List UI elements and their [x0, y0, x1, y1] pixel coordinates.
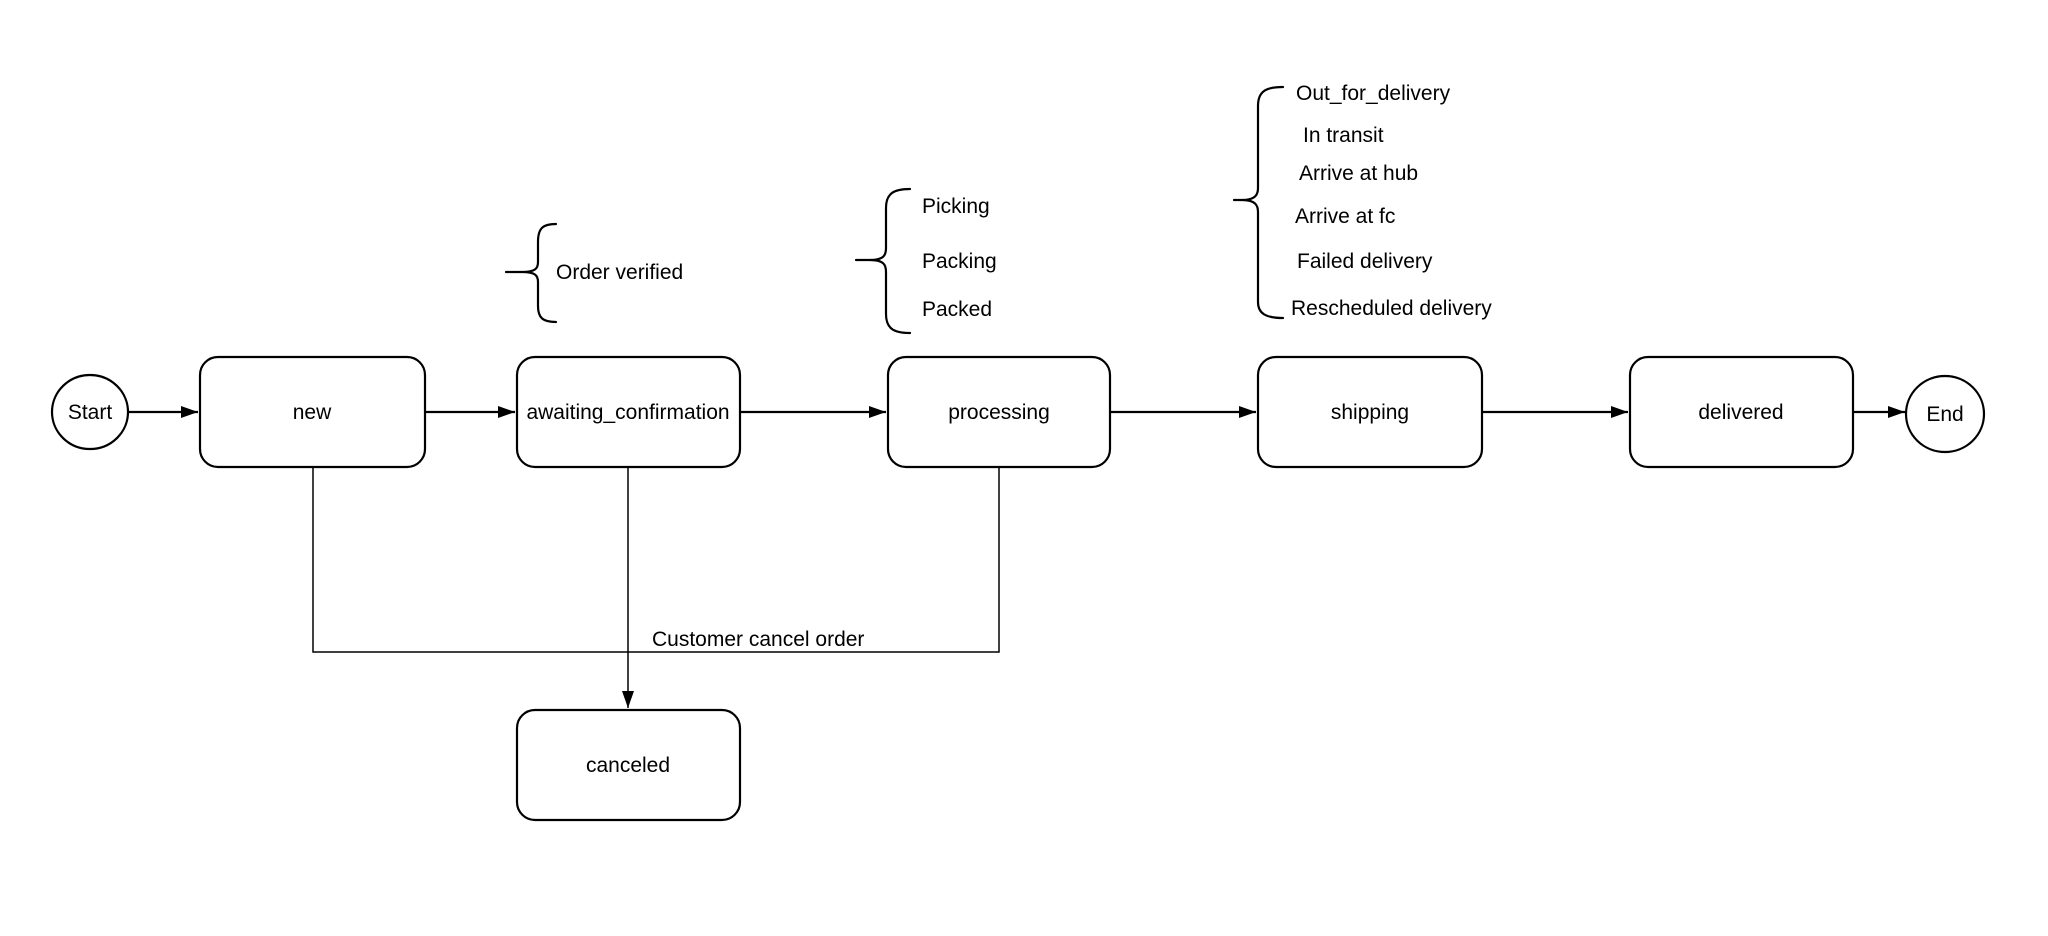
note-item: Order verified — [556, 261, 683, 284]
note-item: In transit — [1303, 124, 1384, 147]
note-item: Failed delivery — [1297, 250, 1433, 273]
state-canceled — [515, 708, 742, 822]
note-item: Packed — [922, 298, 992, 321]
note-item: Arrive at fc — [1295, 205, 1395, 228]
state-awaiting-confirmation-label: awaiting_confirmation — [526, 401, 729, 424]
curly-brace-shipping-icon — [1241, 85, 1285, 320]
processing-note-group: Picking Packing Packed — [854, 187, 997, 335]
flow-connectors — [128, 406, 1905, 708]
state-processing-label: processing — [948, 401, 1050, 424]
cancel-rail-connector — [312, 467, 1000, 653]
note-item: Arrive at hub — [1299, 162, 1418, 185]
state-new — [198, 355, 427, 469]
state-canceled-label: canceled — [586, 754, 670, 777]
state-delivered-label: delivered — [1698, 401, 1783, 424]
start-terminal-label: Start — [68, 401, 113, 424]
note-item: Out_for_delivery — [1296, 82, 1451, 105]
note-item: Packing — [922, 250, 997, 273]
state-processing — [886, 355, 1112, 469]
note-item: Rescheduled delivery — [1291, 297, 1492, 320]
state-new-label: new — [293, 401, 332, 424]
end-terminal-label: End — [1926, 403, 1963, 426]
curly-brace-processing-icon — [869, 187, 912, 335]
state-shipping — [1256, 355, 1484, 469]
shipping-note-group: Out_for_delivery In transit Arrive at hu… — [1232, 82, 1492, 320]
end-terminal — [1904, 374, 1986, 454]
note-item: Picking — [922, 195, 990, 218]
awaiting-note-group: Order verified — [504, 222, 683, 324]
curly-brace-awaiting-icon — [521, 222, 558, 324]
state-delivered — [1628, 355, 1855, 469]
state-awaiting-confirmation — [515, 355, 742, 469]
state-shipping-label: shipping — [1331, 401, 1409, 424]
cancel-transition-label: Customer cancel order — [652, 628, 864, 651]
start-terminal — [50, 373, 130, 451]
